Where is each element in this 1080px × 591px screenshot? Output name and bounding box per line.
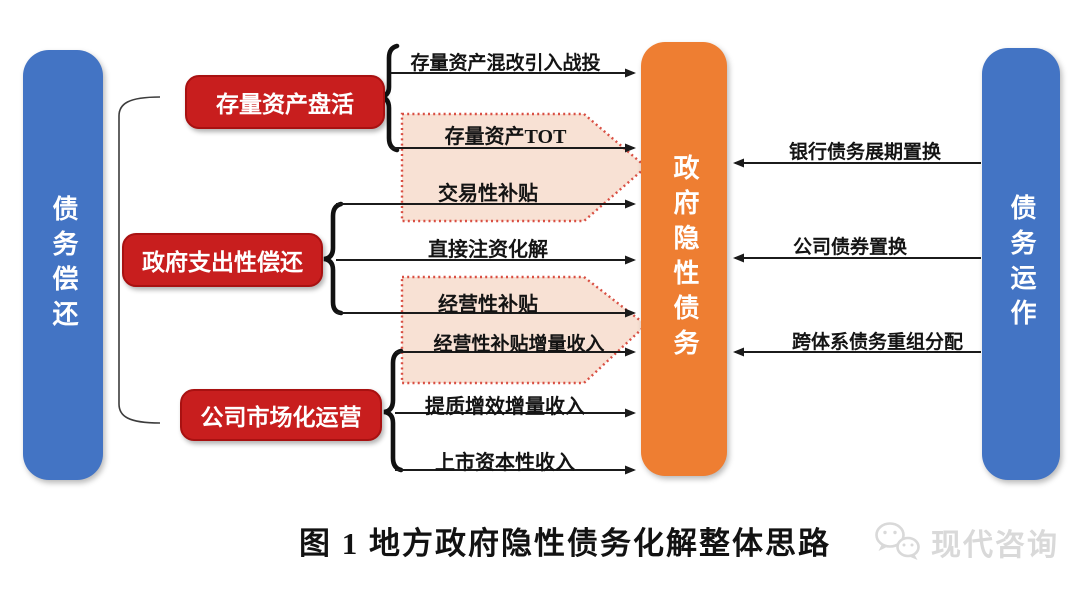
flow-label-bank-debt-rollover: 银行债务展期置换: [788, 142, 941, 163]
figure-caption: 图 1 地方政府隐性债务化解整体思路: [299, 526, 831, 561]
left-flow-arrows: [336, 68, 636, 475]
brand-watermark: 现代咨询: [872, 520, 1059, 564]
flow-label-operating-subsidy: 经营性补贴: [438, 294, 538, 316]
grouping-bracket: [118, 96, 161, 424]
flow-label-stock-tot: 存量资产TOT: [444, 126, 567, 148]
flow-label-cross-system-restructuring: 跨体系债务重组分配: [791, 332, 963, 353]
flow-label-direct-capital-injection: 直接注资化解: [428, 239, 548, 261]
node-gov-expenditure-label: 政府支出性偿还: [142, 250, 303, 275]
flow-label-operating-subsidy-increment: 经营性补贴增量收入: [433, 334, 605, 355]
node-debt-repayment: 债务偿还: [23, 50, 103, 480]
node-gov-expenditure: 政府支出性偿还: [122, 233, 323, 287]
node-stock-assets-label: 存量资产盘活: [216, 92, 354, 117]
pentagon-callout-operational: [400, 275, 648, 385]
flow-label-corporate-bond-swap: 公司债券置换: [792, 237, 907, 258]
brace-market-operation: [383, 348, 404, 473]
node-market-operation: 公司市场化运营: [180, 389, 382, 441]
right-flow-arrows: [733, 158, 981, 357]
node-debt-operation-label: 债务运作: [1007, 194, 1036, 334]
pentagon-callout-transactional: [400, 112, 648, 223]
node-hidden-debt: 政府隐性债务: [641, 42, 727, 476]
flow-label-quality-efficiency-income: 提质增效增量收入: [425, 396, 585, 418]
flow-label-mixed-reform: 存量资产混改引入战投: [410, 53, 601, 74]
node-debt-operation: 债务运作: [982, 48, 1060, 480]
flow-label-transaction-subsidy: 交易性补贴: [438, 183, 538, 205]
flow-label-listing-capital-income: 上市资本性收入: [435, 452, 575, 474]
node-market-operation-label: 公司市场化运营: [200, 405, 362, 430]
node-stock-assets: 存量资产盘活: [185, 75, 385, 129]
node-hidden-debt-label: 政府隐性债务: [670, 154, 699, 364]
brand-name: 现代咨询: [931, 529, 1059, 562]
brace-gov-expenditure: [323, 201, 344, 316]
wechat-icon: [875, 522, 920, 560]
node-debt-repayment-label: 债务偿还: [49, 195, 78, 335]
